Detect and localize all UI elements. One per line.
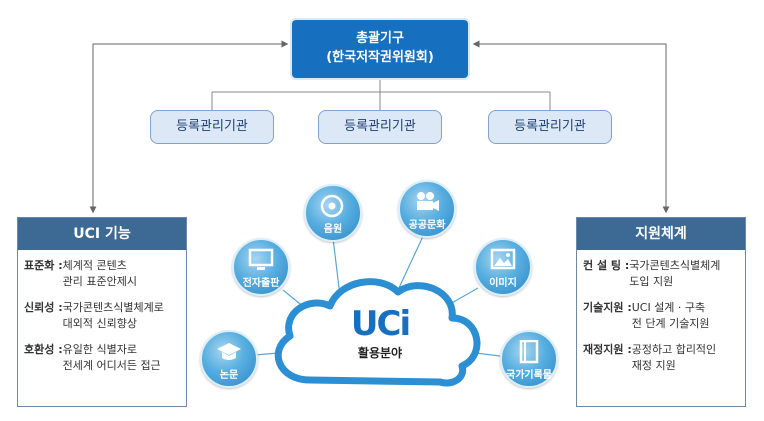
field-image: 이미지 [474, 238, 532, 296]
cloud-content: UCi 활용분야 [330, 306, 430, 361]
field-ebook: 전자출판 [232, 238, 290, 296]
book-icon [519, 340, 539, 364]
field-image-label: 이미지 [489, 278, 517, 289]
support-term: 기술지원 : [583, 301, 632, 314]
monitor-icon [248, 248, 274, 270]
usage-fields-label: 활용분야 [357, 346, 403, 360]
registry-box-3: 등록관리기관 [488, 110, 612, 144]
function-term: 호환성 : [24, 343, 63, 356]
governing-body-title: 총괄기구 [356, 31, 404, 46]
field-records: 국가기록물 [500, 330, 558, 388]
registry-box-2: 등록관리기관 [318, 110, 442, 144]
field-music-label: 음원 [323, 224, 343, 235]
support-system-title: 지원체계 [577, 218, 745, 250]
field-paper: 논문 [200, 330, 258, 388]
uci-functions-title: UCI 기능 [18, 218, 186, 250]
graduation-cap-icon [217, 343, 241, 360]
field-music: 음원 [304, 184, 362, 242]
function-term: 신뢰성 : [24, 301, 63, 314]
movie-camera-icon [417, 192, 439, 211]
picture-icon [490, 248, 516, 270]
function-term: 표준화 : [24, 259, 63, 272]
registry-box-1: 등록관리기관 [150, 110, 274, 144]
field-culture: 공공문화 [398, 180, 456, 238]
governing-body-subtitle: (한국저작권위원회) [326, 50, 434, 65]
field-records-label: 국가기록물 [506, 370, 552, 381]
support-term: 컨 설 팅 : [583, 259, 630, 272]
field-ebook-label: 전자출판 [242, 278, 280, 289]
governing-body-box: 총괄기구 (한국저작권위원회) [292, 20, 468, 78]
field-paper-label: 논문 [219, 370, 239, 381]
support-term: 재정지원 : [583, 343, 632, 356]
cloud-shape [274, 278, 481, 387]
uci-logo: UCi [350, 304, 411, 344]
disc-icon [320, 194, 344, 218]
field-culture-label: 공공문화 [408, 220, 446, 231]
